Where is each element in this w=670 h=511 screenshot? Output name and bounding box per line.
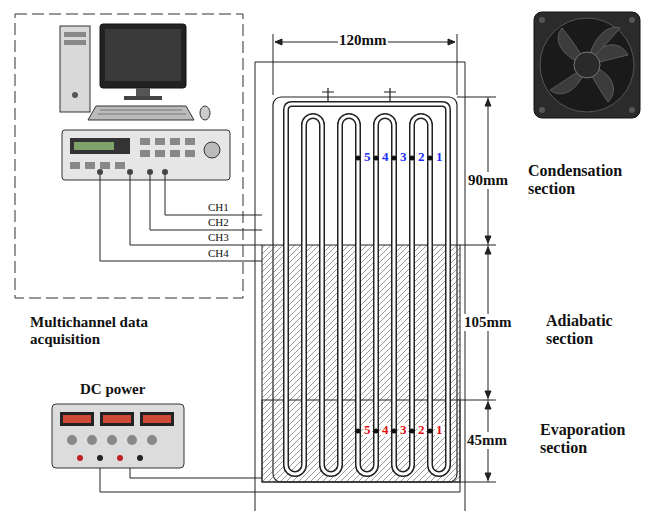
callout-number: 4 <box>381 150 390 164</box>
channel-label: CH1 <box>208 201 229 213</box>
device-label: DC power <box>80 381 145 398</box>
channel-label: CH2 <box>208 216 229 228</box>
callout-number: 1 <box>435 150 444 164</box>
section-label: Adiabatic section <box>546 312 656 347</box>
device-label: Multichannel data acquisition <box>30 314 200 347</box>
serpentine-tube <box>286 104 448 474</box>
callout-number: 3 <box>399 423 408 437</box>
callout-number: 5 <box>363 150 372 164</box>
callout-number: 1 <box>435 423 444 437</box>
channel-label: CH4 <box>208 247 229 259</box>
thermocouple-dot <box>356 156 433 434</box>
channel-label: CH3 <box>208 231 229 243</box>
filling-port <box>322 88 396 101</box>
dimension-label: 90mm <box>467 172 509 189</box>
callout-number: 3 <box>399 150 408 164</box>
dashed-frame <box>15 14 243 298</box>
callout-number: 5 <box>363 423 372 437</box>
callout-number: 2 <box>417 423 426 437</box>
dimension-line <box>457 97 496 482</box>
frame-lines <box>255 62 465 511</box>
section-label: Evaporation section <box>540 421 665 456</box>
dc-power-supply <box>52 404 184 468</box>
callout-number: 4 <box>381 423 390 437</box>
dimension-label: 105mm <box>463 314 513 331</box>
data-acquisition-unit <box>62 130 230 180</box>
callout-number: 2 <box>417 150 426 164</box>
computer-symbol <box>60 24 210 120</box>
dimension-label: 45mm <box>466 432 508 449</box>
section-label: Condensation section <box>528 162 658 197</box>
cooling-fan <box>534 12 640 118</box>
signal-wires <box>100 175 262 261</box>
dimension-label: 120mm <box>338 32 388 49</box>
